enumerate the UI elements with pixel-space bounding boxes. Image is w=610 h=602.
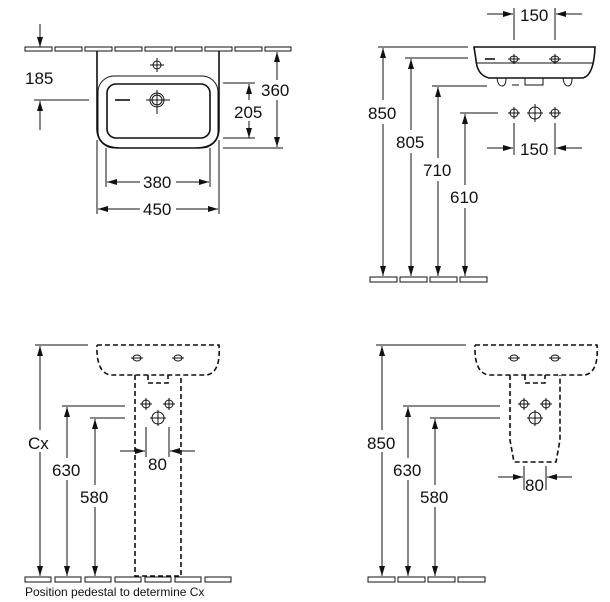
basin-rim <box>97 75 219 149</box>
dim-710-label: 710 <box>423 161 451 180</box>
dim-630-label: 630 <box>52 461 80 480</box>
dimension-lines <box>34 24 283 214</box>
dim-805-label: 805 <box>396 133 424 152</box>
dim-205-label: 205 <box>234 103 262 122</box>
hole-icons <box>131 354 184 426</box>
dim-80-label: 80 <box>525 476 544 495</box>
dim-150-top-label: 150 <box>520 6 548 25</box>
hole-icons <box>508 354 561 426</box>
half-pedestal-dashed <box>509 375 561 463</box>
pedestal-dashed <box>134 375 182 577</box>
floor-tiles <box>369 276 488 283</box>
dimension-lines <box>376 344 572 576</box>
dim-80-label: 80 <box>148 455 167 474</box>
dimension-lines <box>35 344 195 576</box>
supply-waste-icons <box>508 104 561 122</box>
basin-dashed <box>96 344 221 376</box>
floor-tiles <box>367 576 486 583</box>
dim-850-label: 850 <box>368 104 396 123</box>
dim-850-label: 850 <box>367 434 395 453</box>
dim-610-label: 610 <box>450 188 478 207</box>
dim-630-label: 630 <box>393 461 421 480</box>
tap-hole-icon <box>150 58 164 72</box>
dim-580-label: 580 <box>80 488 108 507</box>
basin-bowl <box>106 83 211 139</box>
dim-185-label: 185 <box>25 69 53 88</box>
dim-cx-label: Cx <box>28 434 49 453</box>
dim-150-bottom-label: 150 <box>520 140 548 159</box>
dimension-lines <box>378 8 582 276</box>
side-view-wall-hung: 150 150 850 805 710 610 <box>368 6 596 283</box>
dim-580-label: 580 <box>420 488 448 507</box>
dim-360-label: 360 <box>261 81 289 100</box>
drain-icon <box>115 90 170 114</box>
wall-tiles <box>24 46 292 52</box>
top-view-plan: 185 205 360 380 450 <box>24 24 292 219</box>
basin-dashed <box>474 344 599 376</box>
full-pedestal-view: Cx 630 580 80 Position pedestal to deter… <box>24 344 232 599</box>
basin-feet <box>496 77 573 87</box>
tap-hole-icons <box>508 54 561 64</box>
caption: Position pedestal to determine Cx <box>25 585 204 599</box>
dim-380-label: 380 <box>143 173 171 192</box>
dim-450-label: 450 <box>143 200 171 219</box>
half-pedestal-view: 850 630 580 80 <box>367 344 599 583</box>
floor-tiles <box>24 576 232 583</box>
